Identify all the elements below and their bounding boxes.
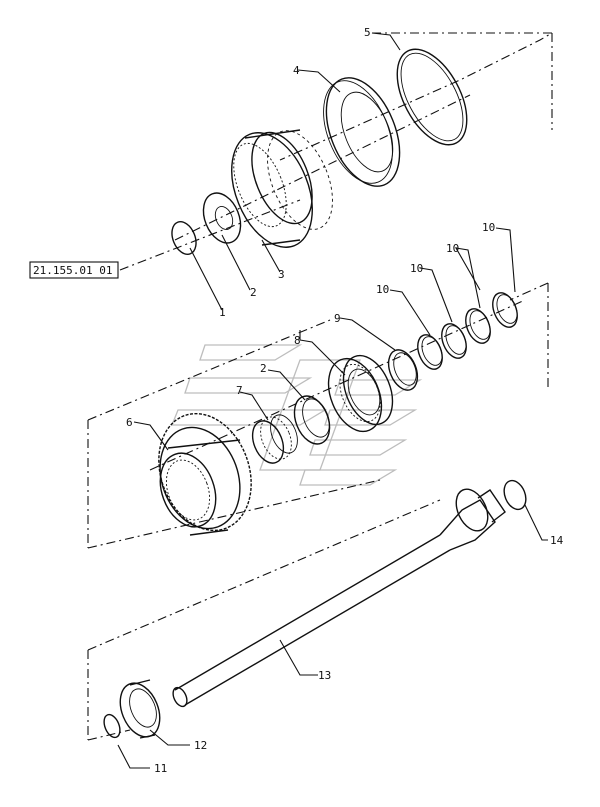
callout-3: 3 — [278, 268, 285, 281]
callout-10-a: 10 — [376, 283, 389, 296]
callout-13: 13 — [318, 669, 331, 682]
assembly-outline-upper — [119, 32, 555, 271]
clutch-drum-part3 — [231, 129, 333, 248]
gear-part6 — [158, 412, 252, 536]
snap-ring-part11 — [103, 713, 121, 739]
watermark-logo — [171, 344, 423, 486]
callout-10-b: 10 — [410, 262, 423, 275]
callout-14: 14 — [550, 534, 564, 547]
bearing-part12 — [119, 679, 161, 739]
ball-bearing-part8 — [327, 354, 394, 433]
ring-part14 — [503, 479, 527, 511]
callout-9: 9 — [334, 312, 341, 325]
callout-labels: 1 2 3 4 5 6 7 2 8 9 10 10 10 10 11 12 13… — [126, 26, 564, 775]
reference-box[interactable] — [29, 261, 119, 279]
callout-2-middle: 2 — [260, 362, 267, 375]
callout-10-c: 10 — [446, 242, 459, 255]
callout-8: 8 — [294, 334, 301, 347]
retaining-ring-part5 — [396, 48, 468, 146]
spacer-ring-part9 — [387, 349, 419, 391]
seal-ring-part10-b — [441, 323, 467, 359]
leader-lines — [117, 32, 548, 769]
callout-5: 5 — [364, 26, 371, 39]
callout-1: 1 — [219, 306, 226, 319]
reference-code: 21.155.01 01 — [33, 264, 112, 277]
callout-7: 7 — [236, 384, 243, 397]
seal-ring-part10-d — [492, 292, 518, 328]
assembly-outline-middle — [87, 282, 549, 549]
clutch-disc-part4 — [323, 77, 401, 187]
callout-10-d: 10 — [482, 221, 495, 234]
callout-2-upper: 2 — [250, 286, 257, 299]
reference-link[interactable]: 21.155.01 01 — [29, 261, 119, 279]
shaft-part13 — [172, 488, 506, 708]
thrust-washer-part2-upper — [202, 192, 242, 244]
needle-bearing-part7 — [251, 414, 298, 464]
callout-4: 4 — [293, 64, 300, 77]
axis-line-upper — [174, 94, 471, 241]
seal-ring-part10-c — [465, 308, 491, 344]
callout-11: 11 — [154, 762, 167, 775]
snap-ring-part1 — [171, 221, 197, 255]
seal-ring-part10-a — [417, 334, 443, 370]
axis-line-middle — [149, 299, 526, 471]
callout-12: 12 — [194, 739, 207, 752]
callout-6: 6 — [126, 416, 133, 429]
assembly-outline-lower — [87, 499, 441, 741]
